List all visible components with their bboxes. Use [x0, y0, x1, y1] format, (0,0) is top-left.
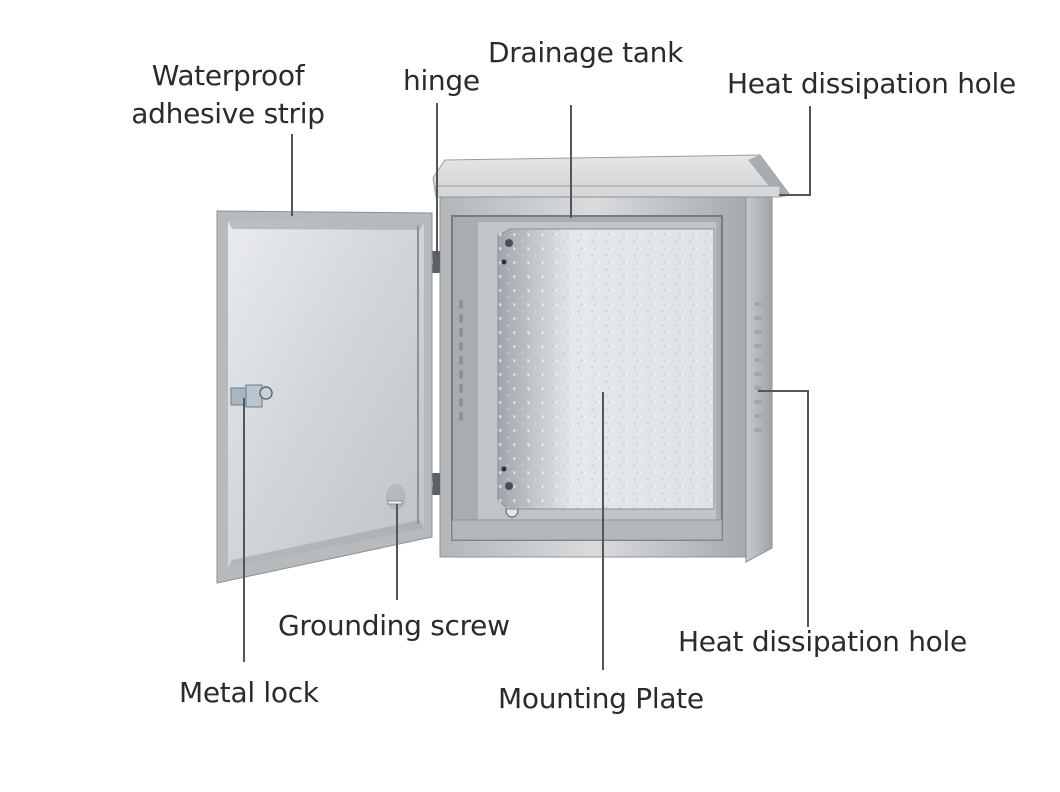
- label-drainage-tank: Drainage tank: [488, 36, 684, 69]
- label-waterproof-strip: Waterproof adhesive strip: [128, 57, 328, 133]
- label-heat-hole-top: Heat dissipation hole: [727, 67, 1016, 100]
- rain-roof: [432, 154, 791, 198]
- label-heat-hole-side: Heat dissipation hole: [678, 625, 967, 658]
- label-hinge: hinge: [403, 64, 480, 97]
- label-mounting-plate: Mounting Plate: [498, 682, 704, 715]
- open-door: [216, 210, 433, 584]
- leader-heat-hole-side: [758, 390, 809, 627]
- grounding-screw-shape: [386, 484, 406, 510]
- side-vent-holes: [754, 302, 762, 432]
- inner-vent-holes: [459, 300, 463, 421]
- label-waterproof-line2: adhesive strip: [131, 97, 325, 130]
- label-grounding-screw: Grounding screw: [278, 609, 510, 642]
- leader-lines: [243, 103, 811, 670]
- metal-lock-shape: [230, 384, 273, 408]
- label-waterproof-line1: Waterproof: [151, 59, 305, 92]
- mounting-plate-shape: [497, 228, 715, 510]
- leader-heat-hole-top: [779, 106, 811, 196]
- label-metal-lock: Metal lock: [179, 676, 319, 709]
